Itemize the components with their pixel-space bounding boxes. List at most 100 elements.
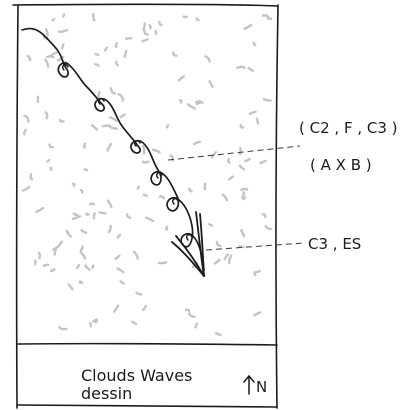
cloud-speckle — [158, 20, 163, 27]
cloud-speckle — [103, 46, 109, 52]
cloud-speckle — [221, 193, 229, 202]
cloud-speckle — [119, 280, 126, 285]
cloud-speckle — [145, 216, 155, 223]
cloud-speckle — [49, 268, 56, 273]
cloud-speckle — [239, 146, 242, 156]
cloud-speckle — [42, 263, 50, 268]
cloud-speckle — [79, 251, 87, 260]
cloud-speckle — [88, 202, 95, 206]
cloud-speckle — [82, 142, 87, 149]
cloud-speckle — [210, 150, 217, 159]
cloud-speckle — [194, 322, 199, 329]
cloud-speckle — [253, 271, 257, 277]
cloud-speckle — [44, 111, 49, 120]
cloud-speckle — [46, 158, 51, 163]
cloud-speckle — [92, 318, 97, 323]
cloud-speckle — [107, 224, 112, 234]
cloud-speckle — [57, 240, 63, 248]
cloud-speckle — [109, 87, 116, 95]
leader-lines — [167, 145, 305, 251]
cloud-speckle — [178, 99, 183, 104]
cloud-speckle — [248, 110, 257, 116]
cloud-speckle — [239, 123, 245, 129]
cloud-speckle — [192, 140, 202, 146]
cloud-speckle — [44, 58, 50, 68]
leader-line-top — [167, 145, 301, 161]
cloud-speckle — [51, 17, 56, 22]
cloud-speckle — [58, 28, 69, 34]
cloud-speckle — [262, 98, 272, 102]
cloud-speckle — [29, 172, 34, 181]
cloud-speckle — [75, 264, 81, 269]
cloud-speckle — [26, 54, 32, 62]
title-block-divider — [17, 342, 278, 346]
cloud-speckle — [240, 187, 249, 191]
cloud-speckle — [261, 213, 267, 219]
drawing-frame — [12, 3, 279, 409]
cloud-speckle — [116, 233, 122, 239]
cloud-speckle — [92, 12, 96, 22]
cloud-speckle — [164, 225, 169, 231]
cloud-speckle — [240, 229, 246, 238]
cloud-speckle — [186, 103, 196, 110]
cloud-speckle — [165, 123, 170, 129]
cloud-speckle — [71, 182, 76, 187]
cloud-speckle — [247, 66, 255, 72]
cloud-speckle — [101, 124, 111, 128]
wave-spiral-path — [21, 27, 205, 271]
cloud-speckle — [90, 123, 99, 131]
north-label: N — [256, 378, 267, 396]
cloud-speckle — [252, 41, 257, 47]
title-line-2: dessin — [81, 384, 132, 403]
cloud-speckle — [35, 207, 45, 214]
spiral-curls — [61, 63, 193, 241]
cloud-speckle — [97, 90, 101, 99]
cloud-speckle — [22, 128, 27, 136]
north-arrow-icon — [243, 375, 255, 395]
annotation-end-label: C3 , ES — [308, 235, 361, 253]
cloud-speckle — [187, 187, 193, 193]
cloud-speckle — [188, 312, 196, 318]
arrow-head — [171, 211, 205, 277]
cloud-speckle — [236, 65, 246, 70]
cloud-speckle — [49, 166, 53, 172]
cloud-speckle — [195, 17, 200, 22]
cloud-speckle — [94, 318, 99, 324]
cloud-speckle — [84, 264, 91, 271]
cloud-speckle — [208, 223, 214, 227]
cloud-speckle — [131, 320, 138, 326]
cloud-speckle — [108, 116, 118, 123]
cloud-speckle — [21, 185, 31, 192]
cloud-speckle — [106, 142, 113, 152]
cloud-speckle — [135, 291, 143, 296]
cloud-speckle — [62, 13, 66, 18]
cloud-speckle — [89, 322, 93, 328]
cloud-speckle — [94, 63, 100, 67]
cloud-speckle — [259, 159, 267, 165]
cloud-speckle — [49, 51, 58, 57]
cloud-speckle — [48, 143, 55, 149]
cloud-speckle — [72, 212, 79, 217]
cloud-speckle — [228, 175, 235, 181]
cloud-speckle — [213, 258, 221, 265]
cloud-speckle — [37, 251, 42, 260]
cloud-speckle — [79, 189, 84, 194]
cloud-speckle — [58, 325, 68, 331]
cloud-speckle — [261, 14, 270, 19]
cloud-speckle — [44, 28, 49, 37]
cloud-speckle — [116, 267, 125, 274]
cloud-speckle — [106, 199, 113, 209]
cloud-speckle — [223, 253, 229, 261]
cloud-speckle — [184, 308, 191, 313]
cloud-speckle — [119, 113, 126, 119]
cloud-speckle — [53, 245, 58, 256]
cloud-speckle — [204, 55, 211, 63]
cloud-speckle — [83, 168, 89, 172]
cloud-speckle — [238, 164, 246, 171]
cloud-speckle — [142, 22, 146, 31]
cloud-speckle — [91, 264, 95, 269]
cloud-speckle — [80, 229, 88, 235]
cloud-speckle — [255, 117, 260, 125]
cloud-speckle — [142, 144, 146, 155]
cloud-speckle — [148, 24, 152, 30]
